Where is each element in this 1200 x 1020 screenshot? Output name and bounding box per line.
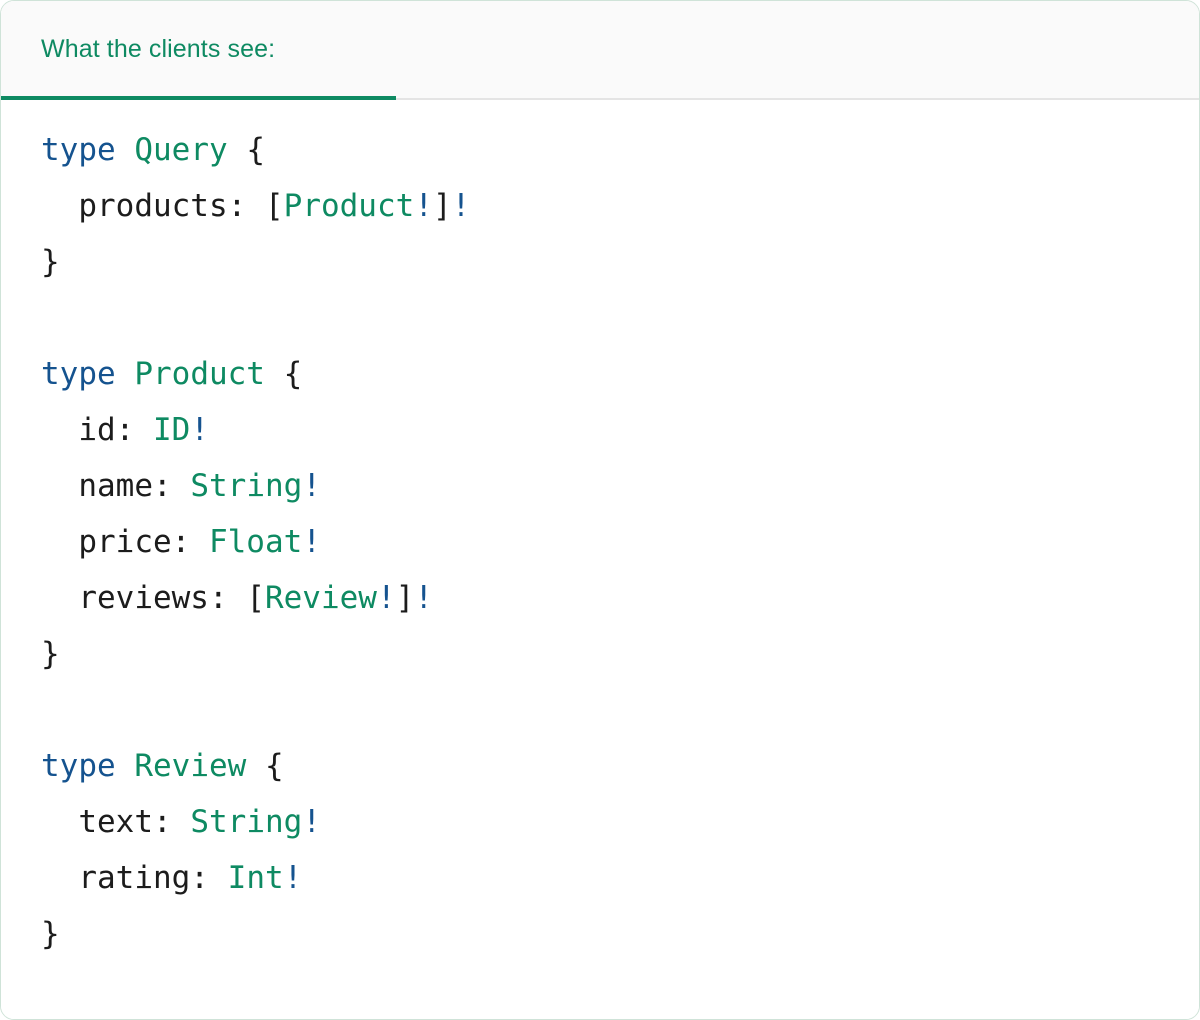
- code-line: [41, 290, 1159, 346]
- code-token-field: rating:: [78, 860, 209, 896]
- code-line: }: [41, 234, 1159, 290]
- code-token-punc: [246, 748, 265, 784]
- code-line: rating: Int!: [41, 850, 1159, 906]
- code-token-bang: !: [414, 188, 433, 224]
- code-token-punc: [116, 748, 135, 784]
- code-token-field: id:: [78, 412, 135, 448]
- code-token-bang: !: [283, 860, 303, 896]
- code-area[interactable]: type Query { products: [Product!]! } typ…: [1, 100, 1199, 1019]
- code-indent: [41, 860, 78, 896]
- code-token-punc: [134, 412, 153, 448]
- tab-what-the-clients-see[interactable]: What the clients see:: [1, 1, 396, 100]
- code-line: products: [Product!]!: [41, 178, 1159, 234]
- code-line: text: String!: [41, 794, 1159, 850]
- code-line: type Query {: [41, 122, 1159, 178]
- graphql-schema-code: type Query { products: [Product!]! } typ…: [1, 122, 1199, 962]
- code-token-punc: [172, 468, 191, 504]
- code-token-punc: [: [246, 580, 265, 616]
- code-token-field: text:: [78, 804, 172, 840]
- code-indent: [41, 804, 78, 840]
- panel-header: What the clients see:: [1, 1, 1199, 100]
- code-indent: [41, 188, 78, 224]
- code-token-punc: }: [41, 916, 60, 952]
- code-token-kw: type: [41, 356, 116, 392]
- code-token-field: price:: [78, 524, 191, 560]
- code-token-bang: !: [376, 580, 396, 616]
- code-indent: [41, 412, 78, 448]
- code-line: [41, 682, 1159, 738]
- code-token-bang: !: [190, 412, 209, 448]
- code-token-type: Int: [227, 860, 284, 896]
- code-token-field: products:: [78, 188, 247, 224]
- code-token-punc: [: [264, 188, 284, 224]
- code-token-type: Query: [134, 132, 228, 168]
- code-line: price: Float!: [41, 514, 1159, 570]
- code-token-type: Product: [283, 188, 415, 224]
- code-token-type: ID: [153, 412, 191, 448]
- code-token-punc: [116, 132, 135, 168]
- code-token-punc: {: [283, 356, 303, 392]
- code-token-type: String: [190, 804, 303, 840]
- code-line: name: String!: [41, 458, 1159, 514]
- code-token-punc: {: [246, 132, 265, 168]
- code-token-bang: !: [451, 188, 471, 224]
- tab-active-underline: [1, 96, 396, 100]
- code-token-punc: [172, 804, 191, 840]
- code-token-punc: {: [264, 748, 284, 784]
- code-indent: [41, 580, 78, 616]
- code-token-punc: ]: [432, 188, 452, 224]
- code-token-bang: !: [302, 468, 321, 504]
- code-token-punc: [190, 524, 209, 560]
- code-token-type: Float: [208, 524, 303, 560]
- code-token-type: Review: [264, 580, 377, 616]
- code-token-punc: [265, 356, 284, 392]
- code-token-bang: !: [302, 804, 321, 840]
- code-token-field: reviews:: [78, 580, 228, 616]
- code-token-type: Product: [134, 356, 265, 392]
- code-token-punc: }: [41, 636, 60, 672]
- code-line: type Review {: [41, 738, 1159, 794]
- code-token-punc: [116, 356, 135, 392]
- code-token-punc: ]: [395, 580, 415, 616]
- code-token-bang: !: [414, 580, 433, 616]
- code-token-field: name:: [78, 468, 172, 504]
- code-line: reviews: [Review!]!: [41, 570, 1159, 626]
- code-token-bang: !: [302, 524, 321, 560]
- code-token-punc: [228, 580, 247, 616]
- tab-label: What the clients see:: [41, 35, 276, 63]
- code-line: }: [41, 626, 1159, 682]
- code-line: type Product {: [41, 346, 1159, 402]
- code-indent: [41, 468, 78, 504]
- code-indent: [41, 524, 78, 560]
- code-token-punc: }: [41, 244, 60, 280]
- code-token-punc: [246, 188, 265, 224]
- code-token-punc: [228, 132, 247, 168]
- code-token-punc: [209, 860, 228, 896]
- code-line: id: ID!: [41, 402, 1159, 458]
- code-line: }: [41, 906, 1159, 962]
- code-token-kw: type: [41, 132, 116, 168]
- code-token-type: Review: [134, 748, 247, 784]
- code-token-type: String: [190, 468, 303, 504]
- code-token-kw: type: [41, 748, 116, 784]
